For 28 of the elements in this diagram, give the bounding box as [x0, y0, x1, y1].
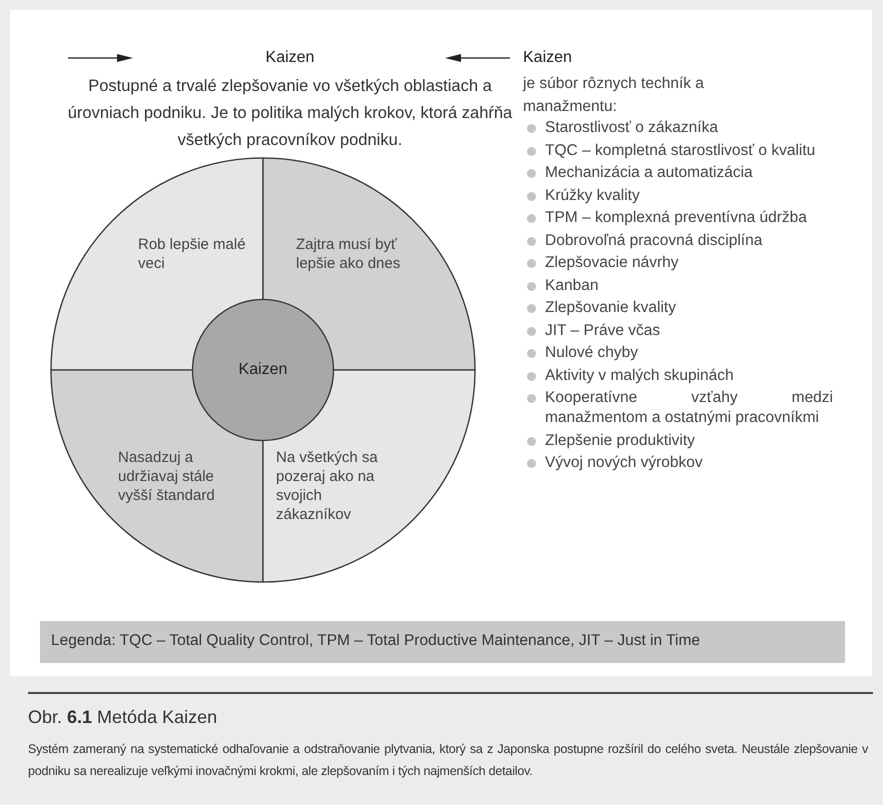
heading: Kaizen [523, 49, 572, 67]
list-item: Krúžky kvality [523, 186, 833, 206]
center-label: Kaizen [238, 360, 288, 379]
list-item: TQC – kompletná starostlivosť o kvalitu [523, 140, 833, 160]
list-item: TPM – komplexná preventívna údržba [523, 208, 833, 228]
list-item: Starostlivosť o zákazníka [523, 118, 833, 138]
list-item: Kooperatívne vzťahy medzi manažmentom a ostatnými pracovníkmi [523, 388, 833, 428]
segment-label: Nasadzuj a udržiavaj stále vyšší štandard [118, 448, 216, 505]
list-item: Zlepšovacie návrhy [523, 253, 833, 273]
segment-label: Zajtra musí byť lepšie ako dnes [296, 235, 402, 273]
list-item: Dobrovoľná pracovná disciplína [523, 230, 833, 250]
figure-title: Obr. 6.1 Metóda Kaizen [28, 707, 218, 728]
list-item: JIT – Práve včas [523, 320, 833, 340]
intro-text: je súbor rôznych techník a manažmentu: [523, 74, 705, 117]
segment-label: Na všetkých sa pozeraj ako na svojich zákazníkov [276, 448, 379, 524]
caption-text: Systém zameraný na systematické odhaľovanie a odstraňovanie plytvania, ktorý sa z Japonska postupne rozšíril do celého sveta. Neustále zlepšovanie v podniku sa nerealizuje veľkými inovačnými krokmi, ale zlepšovaním i tých najmenších detailov. [28, 741, 868, 780]
list-item: Nulové chyby [523, 343, 833, 363]
list-item: Zlepšovanie kvality [523, 298, 833, 318]
list-item: Zlepšenie produktivity [523, 430, 833, 450]
list-item: Vývoj nových výrobkov [523, 453, 833, 473]
list-item: Kanban [523, 276, 833, 296]
note-text: Legenda: TQC – Total Quality Control, TPM – Total Productive Maintenance, JIT – Just in Time [51, 632, 700, 650]
description-text: Postupné a trvalé zlepšovanie vo všetkých oblastiach a úrovniach podniku. Je to politika malých krokov, ktorá zahŕňa všetkých pracovníkov podniku. [66, 76, 514, 151]
segment-label: Rob lepšie malé veci [138, 235, 247, 273]
list-item: Mechanizácia a automatizácia [523, 163, 833, 183]
center-circle [192, 299, 334, 441]
list-item: Aktivity v malých skupinách [523, 366, 833, 386]
heading: Kaizen [264, 49, 316, 67]
